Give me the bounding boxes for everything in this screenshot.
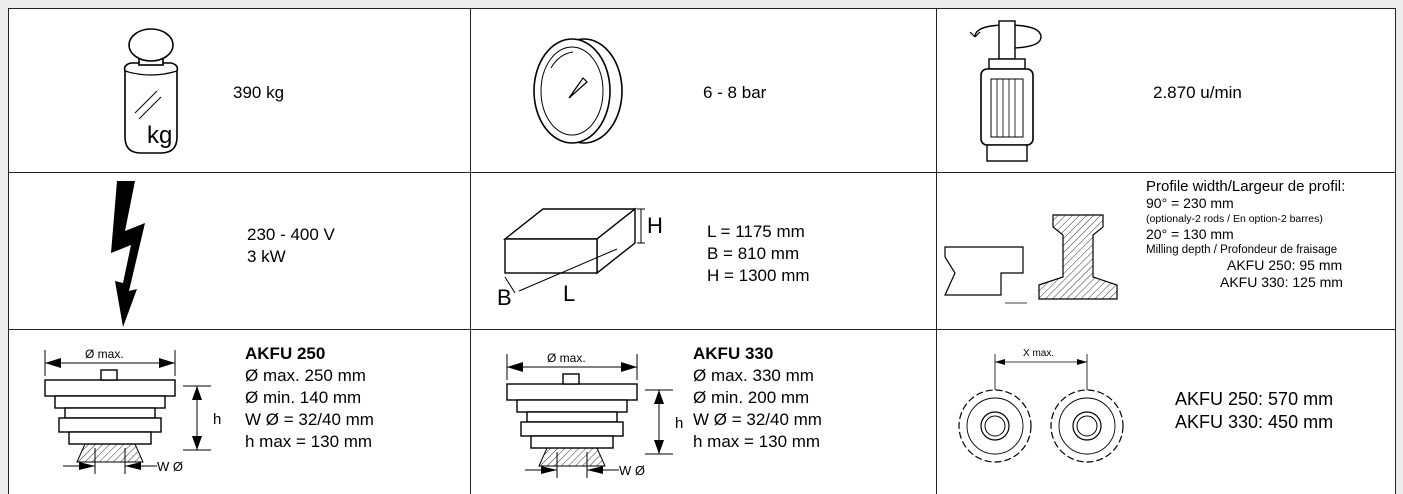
akfu330-line-4: h max = 130 mm <box>693 432 821 451</box>
profile-line-3: (optionaly-2 rods / En option-2 barres) <box>1146 213 1323 225</box>
profile-line-6: AKFU 250: 95 mm <box>1227 257 1343 273</box>
spacing-icon-label: X max. <box>1023 348 1054 359</box>
cutter-head-icon: Ø max. W Ø h <box>44 347 221 474</box>
akfu250-text: AKFU 250 Ø max. 250 mm Ø min. 140 mm W Ø… <box>245 343 374 453</box>
akfu330-line-1: Ø max. 330 mm <box>693 366 814 385</box>
cutter-head-icon: Ø max. W Ø h <box>506 351 683 478</box>
box-label-l: L <box>563 281 575 306</box>
akfu330-line-2: Ø min. 200 mm <box>693 388 810 407</box>
saw-blades-icon: X max. <box>958 348 1124 463</box>
cutter-label-h: h <box>675 415 683 432</box>
profile-line-5: Milling depth / Profondeur de fraisage <box>1146 244 1338 256</box>
speed-value: 2.870 u/min <box>1153 83 1242 102</box>
power-cell: 230 - 400 V 3 kW <box>9 173 471 330</box>
profile-text: Profile width/Largeur de profil: 90° = 2… <box>1146 178 1395 291</box>
spacing-line-2: AKFU 330: 450 mm <box>1175 412 1334 432</box>
spacing-cell: X max. AKFU 250: 570 mm AKFU 330: 450 mm <box>937 330 1395 494</box>
cutter-label-diam: Ø max. <box>547 351 586 365</box>
lightning-icon <box>111 181 145 327</box>
pressure-gauge-icon <box>533 38 623 144</box>
profile-line-4: 20° = 130 mm <box>1146 226 1234 242</box>
motor-rotation-icon <box>969 20 1042 162</box>
akfu250-line-1: Ø max. 250 mm <box>245 366 366 385</box>
akfu330-cell: Ø max. W Ø h AKFU 330 Ø max. 330 mm <box>471 330 937 494</box>
cutter-label-h: h <box>213 411 221 428</box>
dimension-b: B = 810 mm <box>707 244 800 263</box>
akfu330-text: AKFU 330 Ø max. 330 mm Ø min. 200 mm W Ø… <box>693 343 822 453</box>
power-text: 230 - 400 V 3 kW <box>247 224 335 268</box>
profile-cell: Profile width/Largeur de profil: 90° = 2… <box>937 173 1395 330</box>
dimension-h: H = 1300 mm <box>707 266 810 285</box>
profile-line-2: 90° = 230 mm <box>1146 195 1234 211</box>
spacing-line-1: AKFU 250: 570 mm <box>1175 389 1334 409</box>
profile-line-7: AKFU 330: 125 mm <box>1220 274 1343 290</box>
akfu250-cell: Ø max. W Ø h AKFU 250 Ø max. 250 mm <box>9 330 471 494</box>
power-value: 3 kW <box>247 247 286 266</box>
dimensions-text: L = 1175 mm B = 810 mm H = 1300 mm <box>707 221 810 287</box>
weight-value: 390 kg <box>233 83 285 102</box>
weight-icon-label: kg <box>147 122 172 149</box>
pressure-cell: 6 - 8 bar <box>471 9 937 173</box>
pressure-value: 6 - 8 bar <box>703 83 767 102</box>
weight-icon: kg <box>123 28 179 154</box>
speed-cell: 2.870 u/min <box>937 9 1395 173</box>
box-dimensions-icon: H B L <box>497 207 663 310</box>
weight-cell: kg 390 kg <box>9 9 471 173</box>
akfu330-line-3: W Ø = 32/40 mm <box>693 410 822 429</box>
dimensions-cell: H B L L = 1175 mm B = 810 mm H = 1300 mm <box>471 173 937 330</box>
dimension-l: L = 1175 mm <box>707 222 805 241</box>
akfu250-line-2: Ø min. 140 mm <box>245 388 362 407</box>
spacing-text: AKFU 250: 570 mm AKFU 330: 450 mm <box>1175 388 1333 434</box>
akfu250-line-3: W Ø = 32/40 mm <box>245 410 374 429</box>
cutter-label-diam: Ø max. <box>85 347 124 361</box>
akfu330-title: AKFU 330 <box>693 344 774 363</box>
profile-milling-icon <box>944 214 1118 304</box>
profile-line-1: Profile width/Largeur de profil: <box>1146 178 1346 195</box>
box-label-b: B <box>497 285 512 310</box>
cutter-label-w: W Ø <box>157 459 183 474</box>
akfu250-line-4: h max = 130 mm <box>245 432 373 451</box>
spec-table: kg 390 kg 6 - 8 bar 2.8 <box>8 8 1396 494</box>
box-label-h: H <box>647 213 663 238</box>
cutter-label-w: W Ø <box>619 463 645 478</box>
akfu250-title: AKFU 250 <box>245 344 326 363</box>
voltage-value: 230 - 400 V <box>247 225 335 244</box>
